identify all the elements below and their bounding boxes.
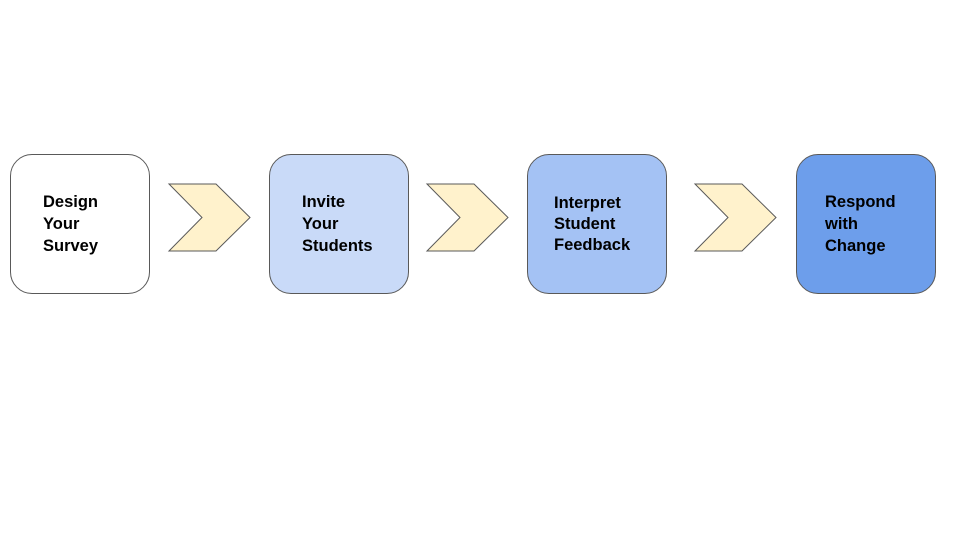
chevron-arrow-shape bbox=[167, 183, 251, 252]
chevron-arrow-shape bbox=[693, 183, 777, 252]
chevron-arrow-icon bbox=[167, 183, 251, 252]
step-label: Design Your Survey bbox=[43, 193, 99, 255]
step-label: Respond with Change bbox=[825, 193, 896, 255]
step-respond-change: Respond with Change bbox=[796, 154, 936, 294]
step-label: Interpret Student Feedback bbox=[554, 193, 631, 254]
chevron-arrow-shape bbox=[425, 183, 509, 252]
chevron-arrow-icon bbox=[693, 183, 777, 252]
step-design-survey: Design Your Survey bbox=[10, 154, 150, 294]
chevron-arrow-icon bbox=[425, 183, 509, 252]
step-label: Invite Your Students bbox=[302, 193, 373, 255]
step-invite-students: Invite Your Students bbox=[269, 154, 409, 294]
step-interpret-feedback: Interpret Student Feedback bbox=[527, 154, 667, 294]
